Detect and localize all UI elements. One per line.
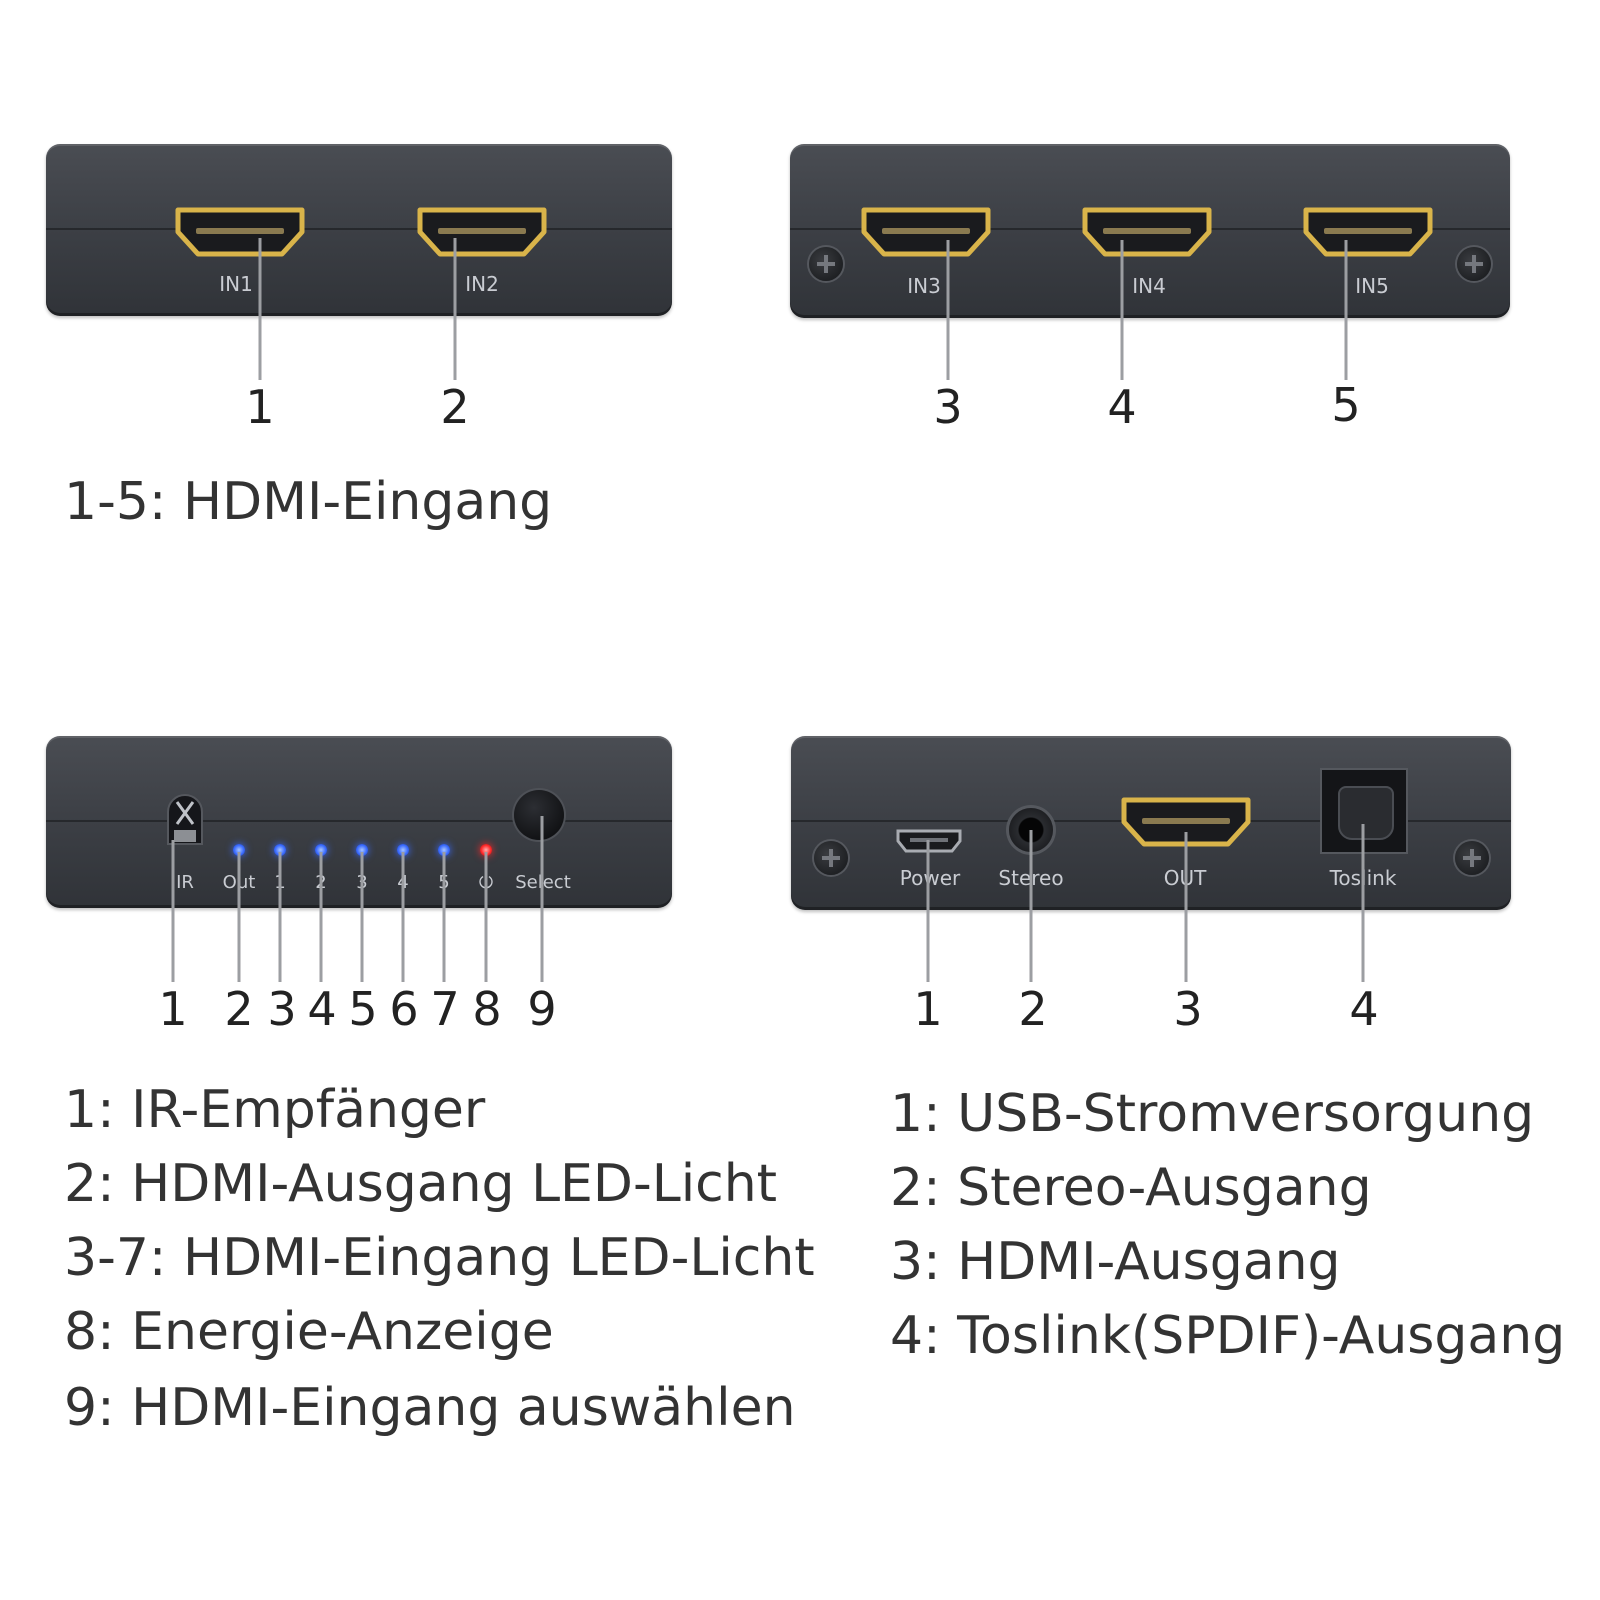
leader-line-b5 (360, 852, 364, 982)
panel-seam (46, 228, 672, 230)
callout-number-4: 4 (1107, 380, 1137, 434)
callout-number-b9: 9 (527, 982, 557, 1036)
screw-icon (809, 247, 843, 281)
led-input-1 (274, 844, 286, 856)
screw-icon (1455, 841, 1489, 875)
label-ir: IR (176, 872, 194, 893)
callout-number-5: 5 (1331, 378, 1361, 432)
toslink-opening (1338, 786, 1394, 840)
screw-icon (814, 841, 848, 875)
leader-line-r4 (1361, 824, 1365, 982)
hdmi-port-in2 (416, 206, 548, 258)
callout-number-b6: 6 (389, 982, 419, 1036)
leader-line-b4 (319, 852, 323, 982)
led-power (480, 844, 492, 856)
panel-input-left: IN1 IN2 (46, 144, 672, 316)
port-label-in2: IN2 (465, 272, 499, 296)
port-label-in3: IN3 (907, 274, 941, 298)
panel-input-right: IN3 IN4 IN5 (790, 144, 1510, 318)
callout-number-b2: 2 (224, 982, 254, 1036)
panel-rear: Power Stereo OUT Toslink (791, 736, 1511, 910)
legend-item-stereo-out: 2: Stereo-Ausgang (890, 1158, 1372, 1218)
ir-receiver-icon (167, 794, 203, 845)
hdmi-port-in1 (174, 206, 306, 258)
leader-line-b3 (278, 852, 282, 982)
callout-number-b3: 3 (267, 982, 297, 1036)
leader-line-5 (1344, 240, 1348, 380)
leader-line-b6 (401, 852, 405, 982)
callout-number-2: 2 (440, 380, 470, 434)
port-label-in5: IN5 (1355, 274, 1389, 298)
led-input-3 (356, 844, 368, 856)
led-out (233, 844, 245, 856)
select-button[interactable] (514, 790, 564, 840)
callout-number-r3: 3 (1173, 982, 1203, 1036)
callout-number-r1: 1 (913, 982, 943, 1036)
port-label-in4: IN4 (1132, 274, 1166, 298)
callout-number-b7: 7 (430, 982, 460, 1036)
leader-line-b2 (237, 852, 241, 982)
callout-number-b1: 1 (158, 982, 188, 1036)
screw-icon (1457, 247, 1491, 281)
legend-item-hdmi-out-led: 2: HDMI-Ausgang LED-Licht (64, 1154, 778, 1214)
callout-number-b4: 4 (307, 982, 337, 1036)
legend-item-ir-receiver: 1: IR-Empfänger (64, 1080, 486, 1140)
callout-number-r2: 2 (1018, 982, 1048, 1036)
callout-number-b8: 8 (472, 982, 502, 1036)
hdmi-port-in3 (860, 206, 992, 258)
leader-line-r2 (1029, 830, 1033, 982)
leader-line-1 (258, 238, 262, 380)
leader-line-b8 (484, 852, 488, 982)
leader-line-b1 (171, 840, 175, 982)
legend-item-hdmi-out: 3: HDMI-Ausgang (890, 1232, 1341, 1292)
callout-number-b5: 5 (348, 982, 378, 1036)
led-input-2 (315, 844, 327, 856)
led-input-4 (397, 844, 409, 856)
hdmi-port-in5 (1302, 206, 1434, 258)
port-label-in1: IN1 (219, 272, 253, 296)
legend-item-toslink-out: 4: Toslink(SPDIF)-Ausgang (890, 1306, 1566, 1366)
leader-line-4 (1120, 240, 1124, 380)
legend-hdmi-input: 1-5: HDMI-Eingang (64, 472, 553, 532)
legend-item-select-input: 9: HDMI-Eingang auswählen (64, 1378, 796, 1438)
leader-line-3 (946, 240, 950, 380)
legend-item-usb-power: 1: USB-Stromversorgung (890, 1084, 1535, 1144)
leader-line-r3 (1184, 832, 1188, 982)
hdmi-port-in4 (1081, 206, 1213, 258)
callout-number-r4: 4 (1349, 982, 1379, 1036)
leader-line-2 (453, 238, 457, 380)
led-input-5 (438, 844, 450, 856)
label-power: Power (899, 866, 961, 890)
legend-item-hdmi-in-led: 3-7: HDMI-Eingang LED-Licht (64, 1228, 815, 1288)
callout-number-3: 3 (933, 380, 963, 434)
legend-item-power-indicator: 8: Energie-Anzeige (64, 1302, 554, 1362)
panel-front: IR Out 1 2 3 4 5 ⏻ Select (46, 736, 672, 908)
panel-seam (46, 820, 672, 822)
leader-line-b9 (540, 816, 544, 982)
leader-line-r1 (926, 840, 930, 982)
leader-line-b7 (442, 852, 446, 982)
callout-number-1: 1 (245, 380, 275, 434)
